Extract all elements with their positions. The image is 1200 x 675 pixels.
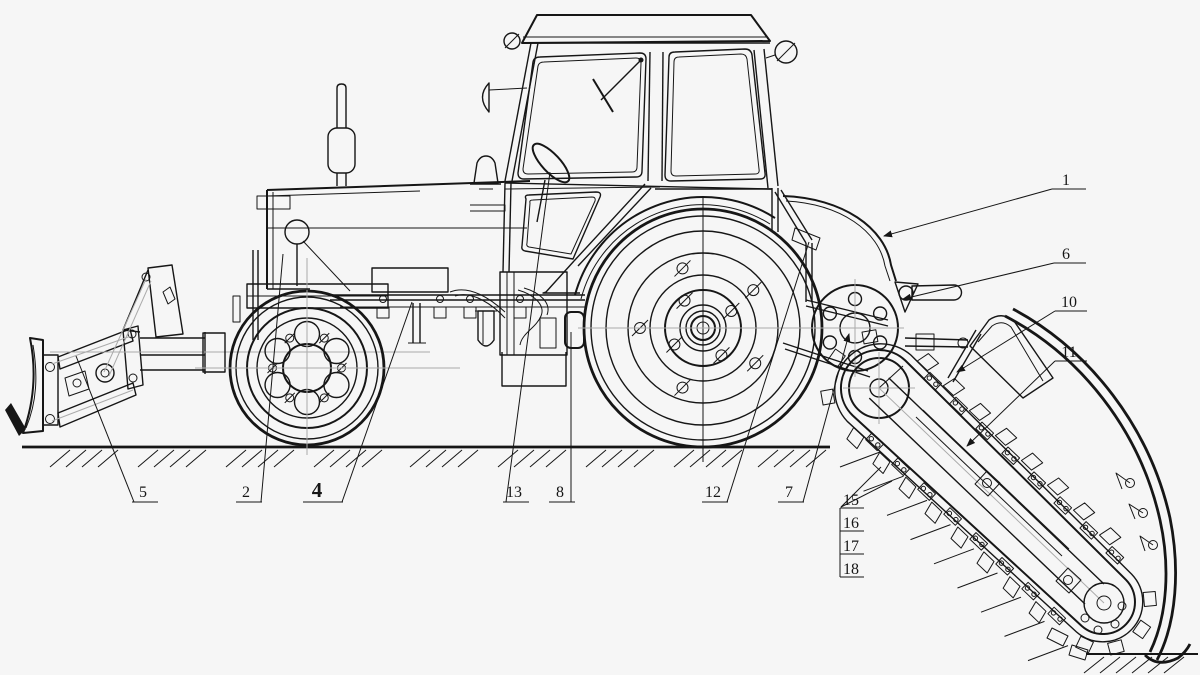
mid-chassis bbox=[330, 267, 585, 387]
roof-lamp-right bbox=[765, 40, 798, 64]
digging-chain bbox=[839, 348, 1136, 636]
front-wheel bbox=[195, 258, 460, 455]
beacon-lamp bbox=[470, 155, 501, 190]
ground-hatching bbox=[49, 449, 827, 468]
steering-wheel bbox=[531, 142, 571, 223]
end-links bbox=[1046, 601, 1127, 661]
callouts: 1 6 10 11 5 2 4 bbox=[75, 171, 1087, 578]
svg-text:8: 8 bbox=[556, 484, 564, 501]
cab-step-frame bbox=[499, 271, 568, 387]
front-axle-steering bbox=[232, 219, 389, 340]
cover-plate bbox=[947, 315, 1054, 399]
callout-1: 1 bbox=[883, 172, 1086, 238]
callout-4: 4 bbox=[303, 301, 413, 503]
windshield bbox=[517, 52, 647, 180]
idler-wheel bbox=[1083, 582, 1125, 624]
callout-12: 12 bbox=[702, 241, 810, 503]
callout-11: 11 bbox=[966, 344, 1087, 447]
svg-text:13: 13 bbox=[506, 484, 522, 501]
callout-10: 10 bbox=[956, 294, 1087, 373]
rear-window bbox=[664, 48, 766, 182]
svg-text:2: 2 bbox=[242, 484, 250, 501]
wiper bbox=[592, 57, 644, 113]
component-8 bbox=[564, 311, 585, 349]
svg-text:18: 18 bbox=[843, 561, 859, 578]
svg-text:17: 17 bbox=[843, 538, 859, 555]
svg-text:5: 5 bbox=[139, 484, 147, 501]
svg-text:10: 10 bbox=[1061, 294, 1077, 311]
rear-axle-hub bbox=[806, 279, 904, 377]
ground bbox=[22, 445, 1198, 674]
blade-cutting-edge bbox=[5, 403, 26, 436]
svg-text:16: 16 bbox=[843, 515, 859, 532]
rear-wheel bbox=[578, 196, 830, 462]
callout-13: 13 bbox=[503, 171, 551, 503]
steering-bellcrank bbox=[284, 219, 310, 245]
roof-lamp-left bbox=[503, 32, 521, 50]
svg-text:11: 11 bbox=[1061, 344, 1076, 361]
svg-text:15: 15 bbox=[843, 492, 859, 509]
hitch-mast bbox=[774, 189, 821, 302]
svg-text:12: 12 bbox=[705, 484, 721, 501]
boom-detail bbox=[974, 470, 1082, 594]
fuel-filter bbox=[475, 310, 497, 347]
engine-hood bbox=[256, 83, 531, 290]
callout-table-15-18: 15 16 17 18 bbox=[839, 466, 893, 578]
svg-text:6: 6 bbox=[1062, 246, 1070, 263]
callout-7: 7 bbox=[778, 333, 851, 503]
hitch-arm bbox=[894, 281, 963, 313]
callout-5: 5 bbox=[75, 355, 158, 503]
trencher-guard bbox=[1004, 307, 1192, 664]
top-link bbox=[904, 333, 969, 351]
trench-wall-hatching bbox=[839, 451, 1069, 662]
svg-text:1: 1 bbox=[1062, 172, 1070, 189]
exhaust-pipe bbox=[327, 83, 356, 186]
trencher-shield-arc bbox=[782, 195, 897, 282]
battery-box bbox=[371, 267, 449, 293]
blade-lift-tower bbox=[147, 264, 184, 338]
side-mirror bbox=[481, 82, 528, 113]
front-bolster bbox=[202, 332, 226, 373]
callout-6: 6 bbox=[902, 246, 1086, 301]
cab bbox=[481, 14, 798, 294]
trencher bbox=[820, 307, 1192, 664]
svg-text:4: 4 bbox=[312, 478, 323, 502]
svg-text:7: 7 bbox=[785, 484, 793, 501]
hood-badge bbox=[256, 195, 291, 210]
door-window bbox=[521, 191, 602, 260]
trench-bottom-hatching bbox=[1083, 656, 1185, 674]
dozer-blade bbox=[5, 264, 430, 436]
callout-2: 2 bbox=[236, 253, 284, 503]
callout-8: 8 bbox=[549, 332, 575, 503]
